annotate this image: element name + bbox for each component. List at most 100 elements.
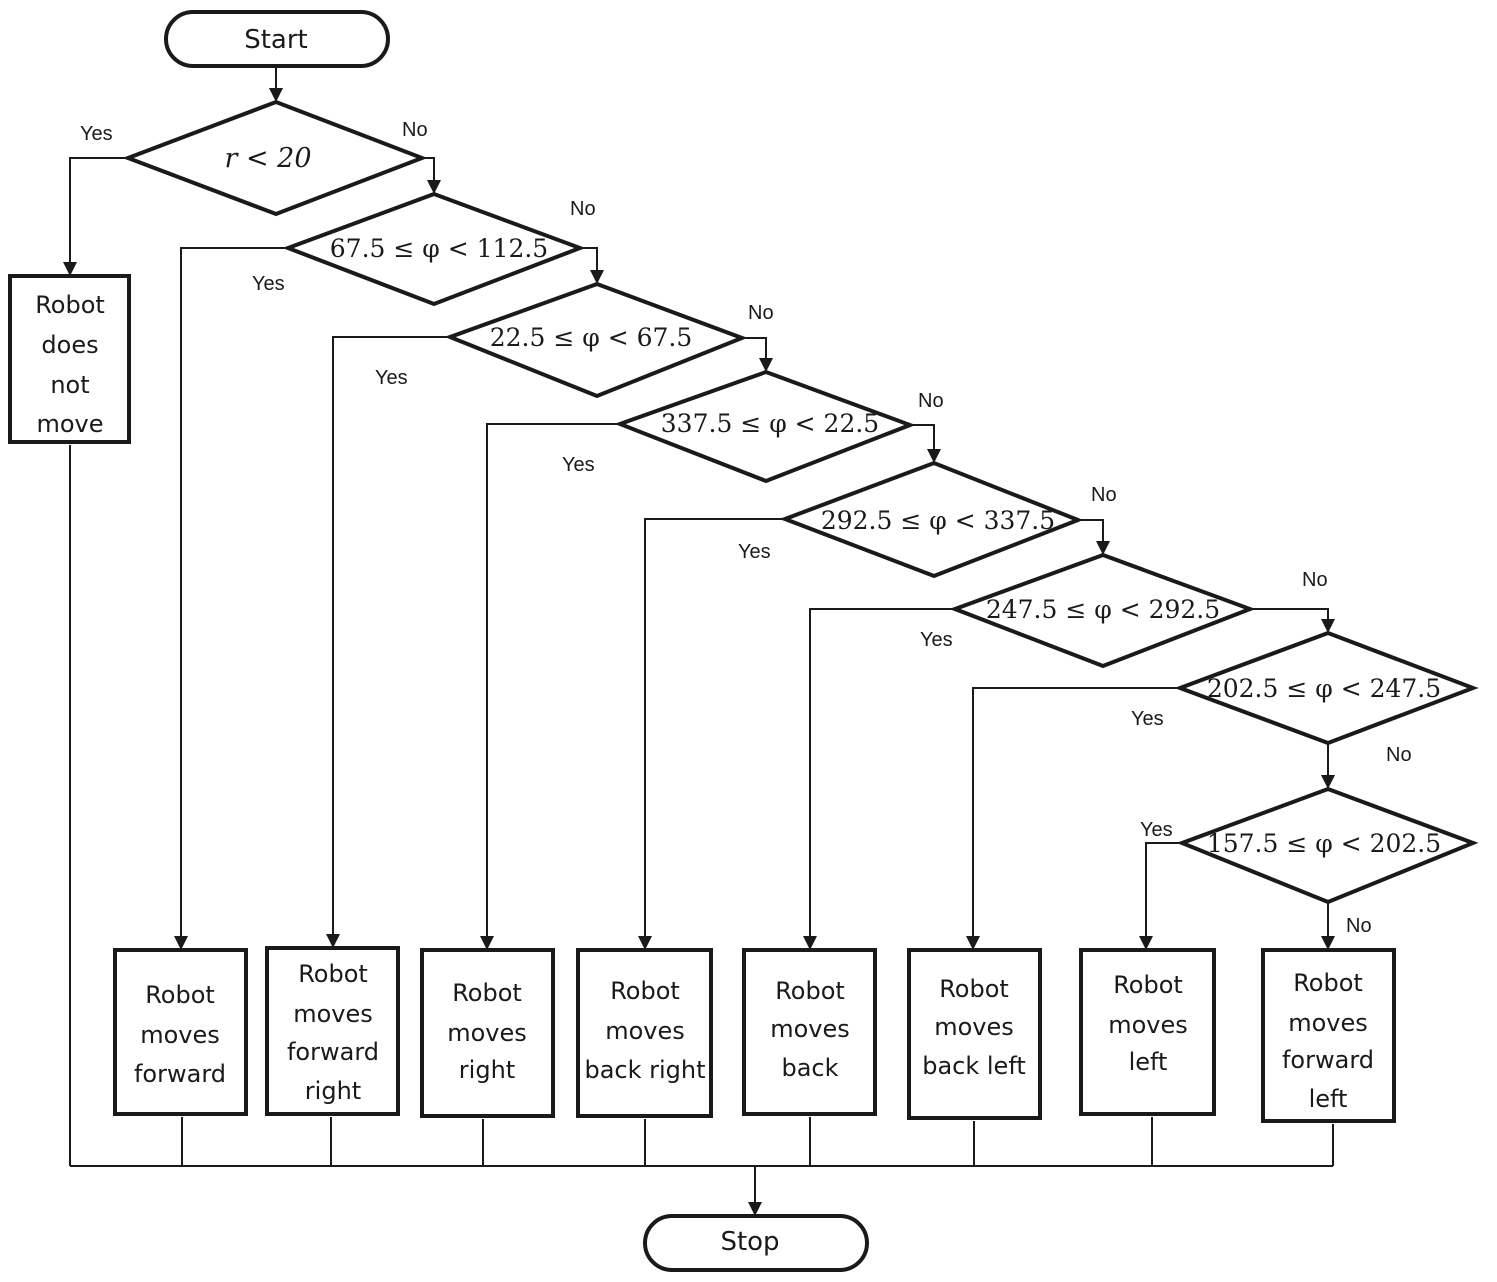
decision-r: r < 20: [122, 99, 428, 217]
action-line: back left: [922, 1052, 1026, 1080]
arrowheads: [63, 88, 1335, 1216]
arrowhead: [174, 936, 188, 950]
decision-4: 292.5 ≤ φ < 337.5: [779, 460, 1084, 579]
stop-terminal: Stop: [643, 1214, 869, 1272]
arrowhead: [480, 936, 494, 950]
action-line: moves: [293, 1000, 373, 1028]
action-line: forward: [1282, 1046, 1374, 1074]
decision-2-label: 22.5 ≤ φ < 67.5: [490, 323, 693, 352]
yes-label: Yes: [562, 454, 595, 476]
decision-5: 247.5 ≤ φ < 292.5: [949, 552, 1256, 669]
action-box-forward-right: Robot moves forward right: [265, 946, 400, 1116]
start-terminal: Start: [164, 10, 390, 68]
decision-3-label: 337.5 ≤ φ < 22.5: [661, 409, 879, 438]
connector-d5-yes: [809, 608, 955, 940]
decision-7: 157.5 ≤ φ < 202.5: [1176, 786, 1479, 905]
yes-label: Yes: [1140, 819, 1173, 841]
action-line: right: [305, 1077, 361, 1105]
decision-7-label: 157.5 ≤ φ < 202.5: [1207, 829, 1441, 858]
arrowhead: [63, 262, 77, 276]
no-label: No: [1346, 915, 1372, 937]
action-line: forward: [287, 1038, 379, 1066]
no-move-line: Robot: [35, 291, 105, 319]
decision-6-label: 202.5 ≤ φ < 247.5: [1207, 674, 1441, 703]
decision-4-label: 292.5 ≤ φ < 337.5: [821, 506, 1055, 535]
action-line: Robot: [775, 977, 845, 1005]
connector-d1-yes: [180, 247, 288, 940]
arrowhead: [1321, 619, 1335, 633]
action-line: moves: [605, 1017, 685, 1045]
yes-label: Yes: [920, 629, 953, 651]
action-line: left: [1129, 1048, 1168, 1076]
no-label: No: [748, 302, 774, 324]
action-line: moves: [934, 1013, 1014, 1041]
arrowhead: [927, 449, 941, 463]
connector-d1-no: [580, 247, 598, 274]
action-line: moves: [447, 1019, 527, 1047]
action-line: back right: [584, 1056, 705, 1084]
arrowhead: [1321, 775, 1335, 789]
connector-lines: [69, 66, 1334, 1206]
connector-d4-yes: [644, 518, 785, 940]
connector-d7-yes: [1145, 842, 1182, 940]
no-label: No: [1302, 569, 1328, 591]
connector-d3-yes: [486, 423, 620, 940]
action-box-forward: Robot moves forward: [113, 948, 248, 1116]
no-move-line: move: [36, 410, 103, 438]
action-box-left: Robot moves left: [1079, 948, 1216, 1116]
stop-label: Stop: [720, 1227, 779, 1257]
action-line: Robot: [145, 981, 215, 1009]
yes-label: Yes: [80, 123, 113, 145]
no-label: No: [402, 119, 428, 141]
arrowhead: [748, 1202, 762, 1216]
action-line: Robot: [610, 977, 680, 1005]
action-box-forward-left: Robot moves forward left: [1261, 948, 1396, 1123]
decision-1-label: 67.5 ≤ φ < 112.5: [330, 234, 548, 263]
start-label: Start: [244, 25, 308, 55]
decision-r-label: r < 20: [224, 143, 311, 174]
action-line: moves: [140, 1021, 220, 1049]
no-label: No: [570, 198, 596, 220]
action-line: right: [459, 1056, 515, 1084]
action-box-back-left: Robot moves back left: [907, 948, 1042, 1120]
arrowhead: [638, 936, 652, 950]
yes-label: Yes: [1131, 708, 1164, 730]
yes-label: Yes: [738, 541, 771, 563]
connector-d3-no: [910, 424, 935, 453]
connector-d5-no: [1250, 608, 1329, 623]
action-line: Robot: [1113, 971, 1183, 999]
action-box-right: Robot moves right: [420, 948, 555, 1118]
action-line: moves: [1288, 1009, 1368, 1037]
yes-label: Yes: [252, 273, 285, 295]
arrowhead: [590, 270, 604, 284]
decision-2: 22.5 ≤ φ < 67.5: [444, 281, 748, 399]
connector-r-yes: [69, 157, 128, 266]
no-label: No: [918, 390, 944, 412]
arrowhead: [1139, 936, 1153, 950]
connector-d2-no: [742, 337, 767, 362]
no-move-box: Robot does not move: [8, 274, 131, 444]
arrowhead: [1321, 936, 1335, 950]
action-line: moves: [1108, 1011, 1188, 1039]
decision-1: 67.5 ≤ φ < 112.5: [282, 191, 586, 307]
action-line: moves: [770, 1015, 850, 1043]
action-box-back: Robot moves back: [742, 948, 877, 1116]
yes-label: Yes: [375, 367, 408, 389]
no-move-line: not: [50, 371, 89, 399]
arrowhead: [427, 180, 441, 194]
no-label: No: [1386, 744, 1412, 766]
action-line: Robot: [452, 979, 522, 1007]
edge-labels: Yes No No Yes No Yes No Yes No Yes No Ye…: [80, 119, 1412, 937]
arrowhead: [326, 934, 340, 948]
action-line: Robot: [298, 960, 368, 988]
arrowhead: [1096, 541, 1110, 555]
action-line: forward: [134, 1060, 226, 1088]
connector-d6-yes: [972, 687, 1180, 940]
decision-6: 202.5 ≤ φ < 247.5: [1174, 630, 1479, 746]
decision-5-label: 247.5 ≤ φ < 292.5: [986, 595, 1220, 624]
arrowhead: [966, 936, 980, 950]
action-line: Robot: [1293, 969, 1363, 997]
arrowhead: [269, 88, 283, 102]
action-line: back: [781, 1054, 838, 1082]
